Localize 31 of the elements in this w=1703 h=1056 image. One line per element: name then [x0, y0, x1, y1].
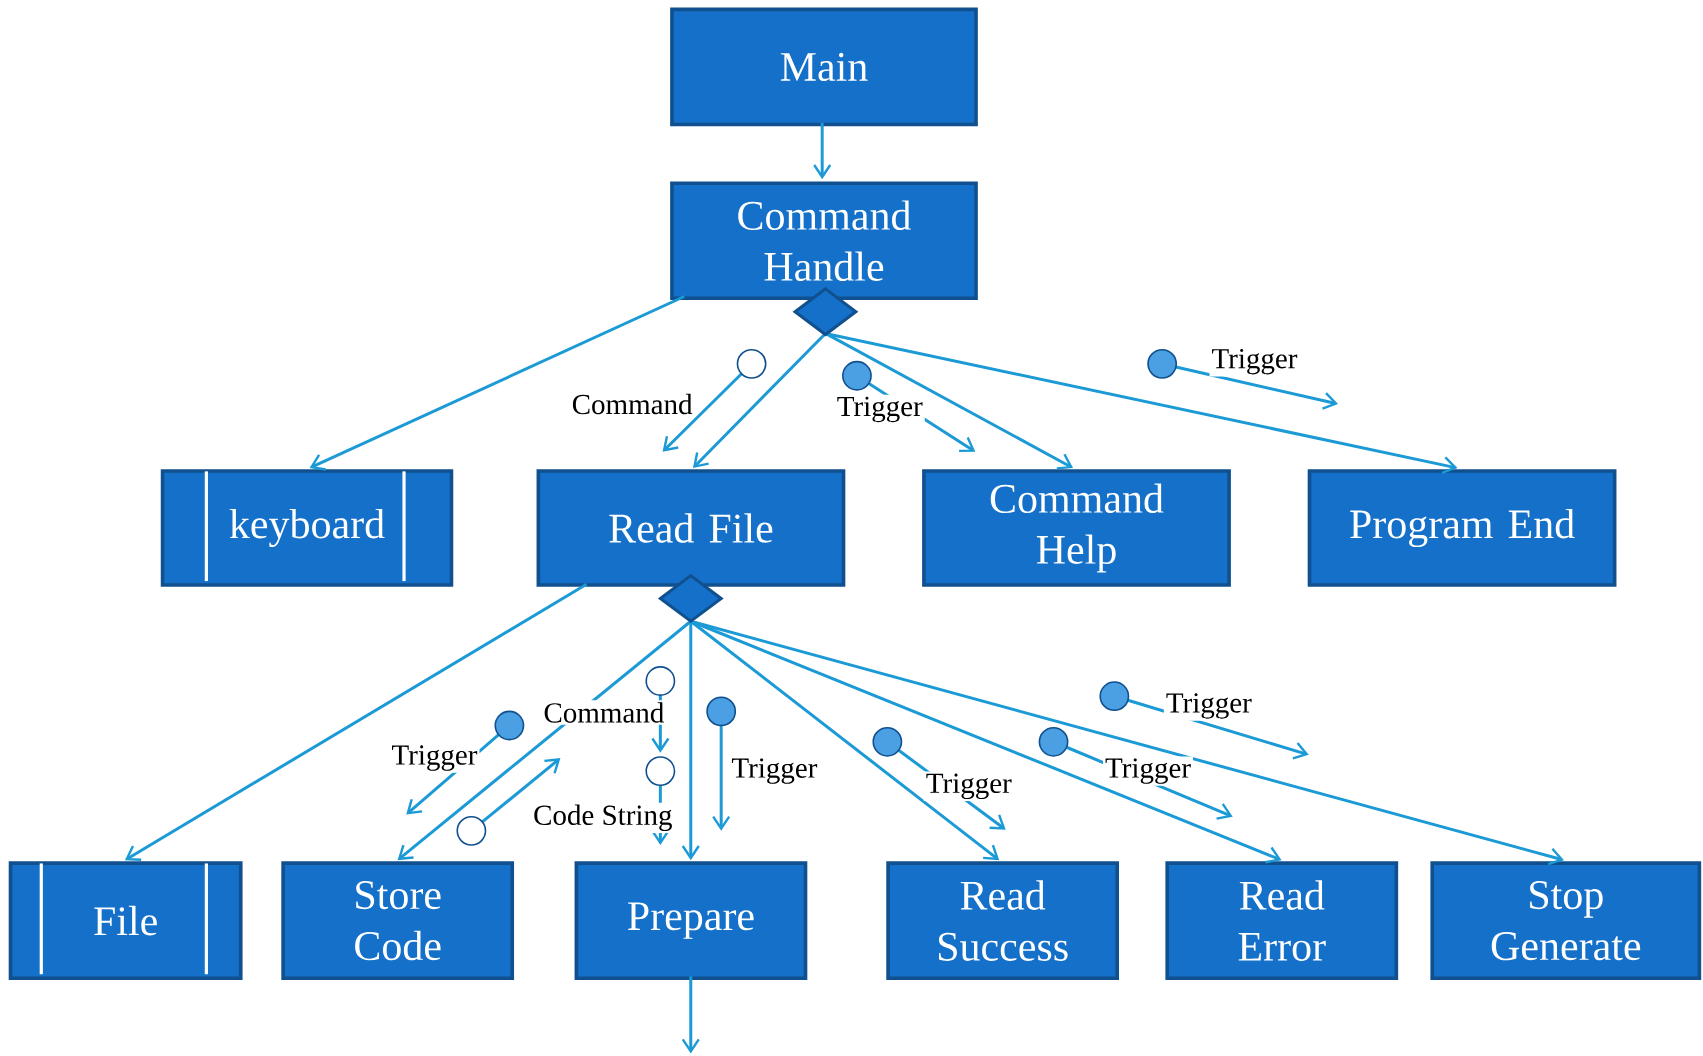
flag-label: Command — [541, 700, 667, 725]
arrow — [309, 295, 685, 471]
flag-label: Trigger — [923, 771, 1014, 802]
flag-label: Trigger — [1209, 347, 1300, 377]
process-box: Store Code — [281, 861, 515, 981]
process-box: Stop Generate — [1430, 861, 1702, 981]
arrow — [813, 122, 832, 180]
flag-label: Trigger — [729, 756, 820, 786]
flag-label: Trigger — [1103, 756, 1193, 786]
process-box: Read Success — [886, 861, 1120, 981]
arrow — [681, 976, 700, 1054]
process-box: Main — [670, 7, 978, 127]
arrow — [690, 620, 1282, 864]
process-box: Read Error — [1165, 861, 1399, 981]
arrow — [824, 332, 1074, 470]
process-box: Command Help — [922, 469, 1231, 587]
flag-label: Command — [569, 392, 695, 417]
flag-label: Code String — [531, 802, 675, 834]
module-box: File — [8, 861, 243, 981]
arrow — [689, 620, 1000, 861]
flag-label: Trigger — [1163, 691, 1254, 721]
process-box: Program End — [1307, 469, 1617, 587]
flag-label: Trigger — [834, 394, 925, 425]
arrow — [690, 619, 1564, 866]
flag-label: Trigger — [389, 743, 480, 773]
arrow — [692, 332, 827, 469]
process-box: Prepare — [574, 861, 808, 981]
arrow — [681, 621, 700, 861]
arrow — [397, 620, 692, 861]
arrow — [124, 583, 588, 862]
module-box: keyboard — [160, 469, 454, 587]
